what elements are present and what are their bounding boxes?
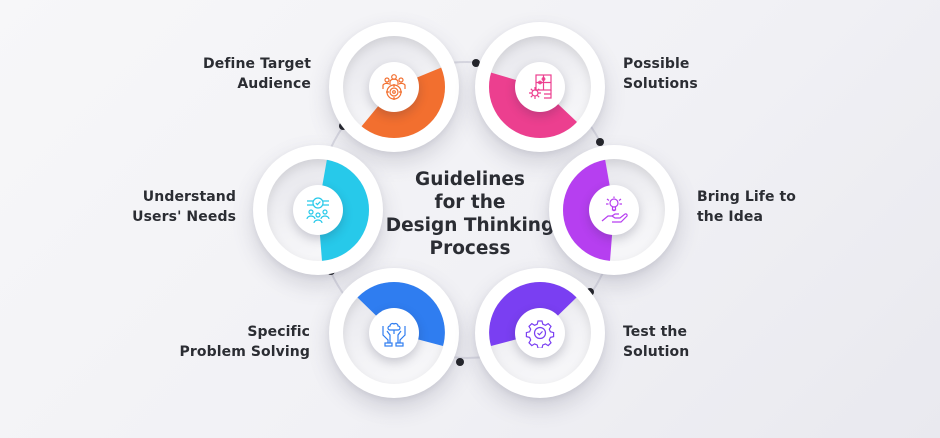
- connector-dot: [456, 358, 464, 366]
- label-understand-users-needs: Understand Users' Needs: [132, 189, 236, 225]
- step-specific-problem-solving: [329, 268, 459, 398]
- users-badge-icon: [306, 197, 330, 224]
- puzzle-gear-icon: [529, 74, 552, 99]
- connector-dot: [596, 138, 604, 146]
- diagram-title: Guidelines for the Design Thinking Proce…: [385, 169, 555, 259]
- label-bring-life-to-the-idea: Bring Life to the Idea: [697, 189, 797, 225]
- label-define-target-audience: Define Target Audience: [203, 56, 311, 92]
- lightbulb-hand-icon: [601, 196, 628, 223]
- gear-check-icon: [525, 320, 555, 348]
- progress-arc: [318, 159, 369, 261]
- step-test-the-solution: [475, 268, 605, 398]
- step-understand-users-needs: [253, 145, 383, 275]
- label-possible-solutions: Possible Solutions: [623, 56, 698, 92]
- step-bring-life-to-the-idea: [549, 145, 679, 275]
- step-define-target-audience: [329, 22, 459, 152]
- progress-arc: [563, 159, 614, 261]
- label-test-the-solution: Test the Solution: [623, 324, 690, 360]
- hands-cloud-icon: [382, 322, 406, 347]
- label-specific-problem-solving: Specific Problem Solving: [179, 324, 310, 360]
- audience-target-icon: [382, 74, 406, 100]
- step-possible-solutions: [475, 22, 605, 152]
